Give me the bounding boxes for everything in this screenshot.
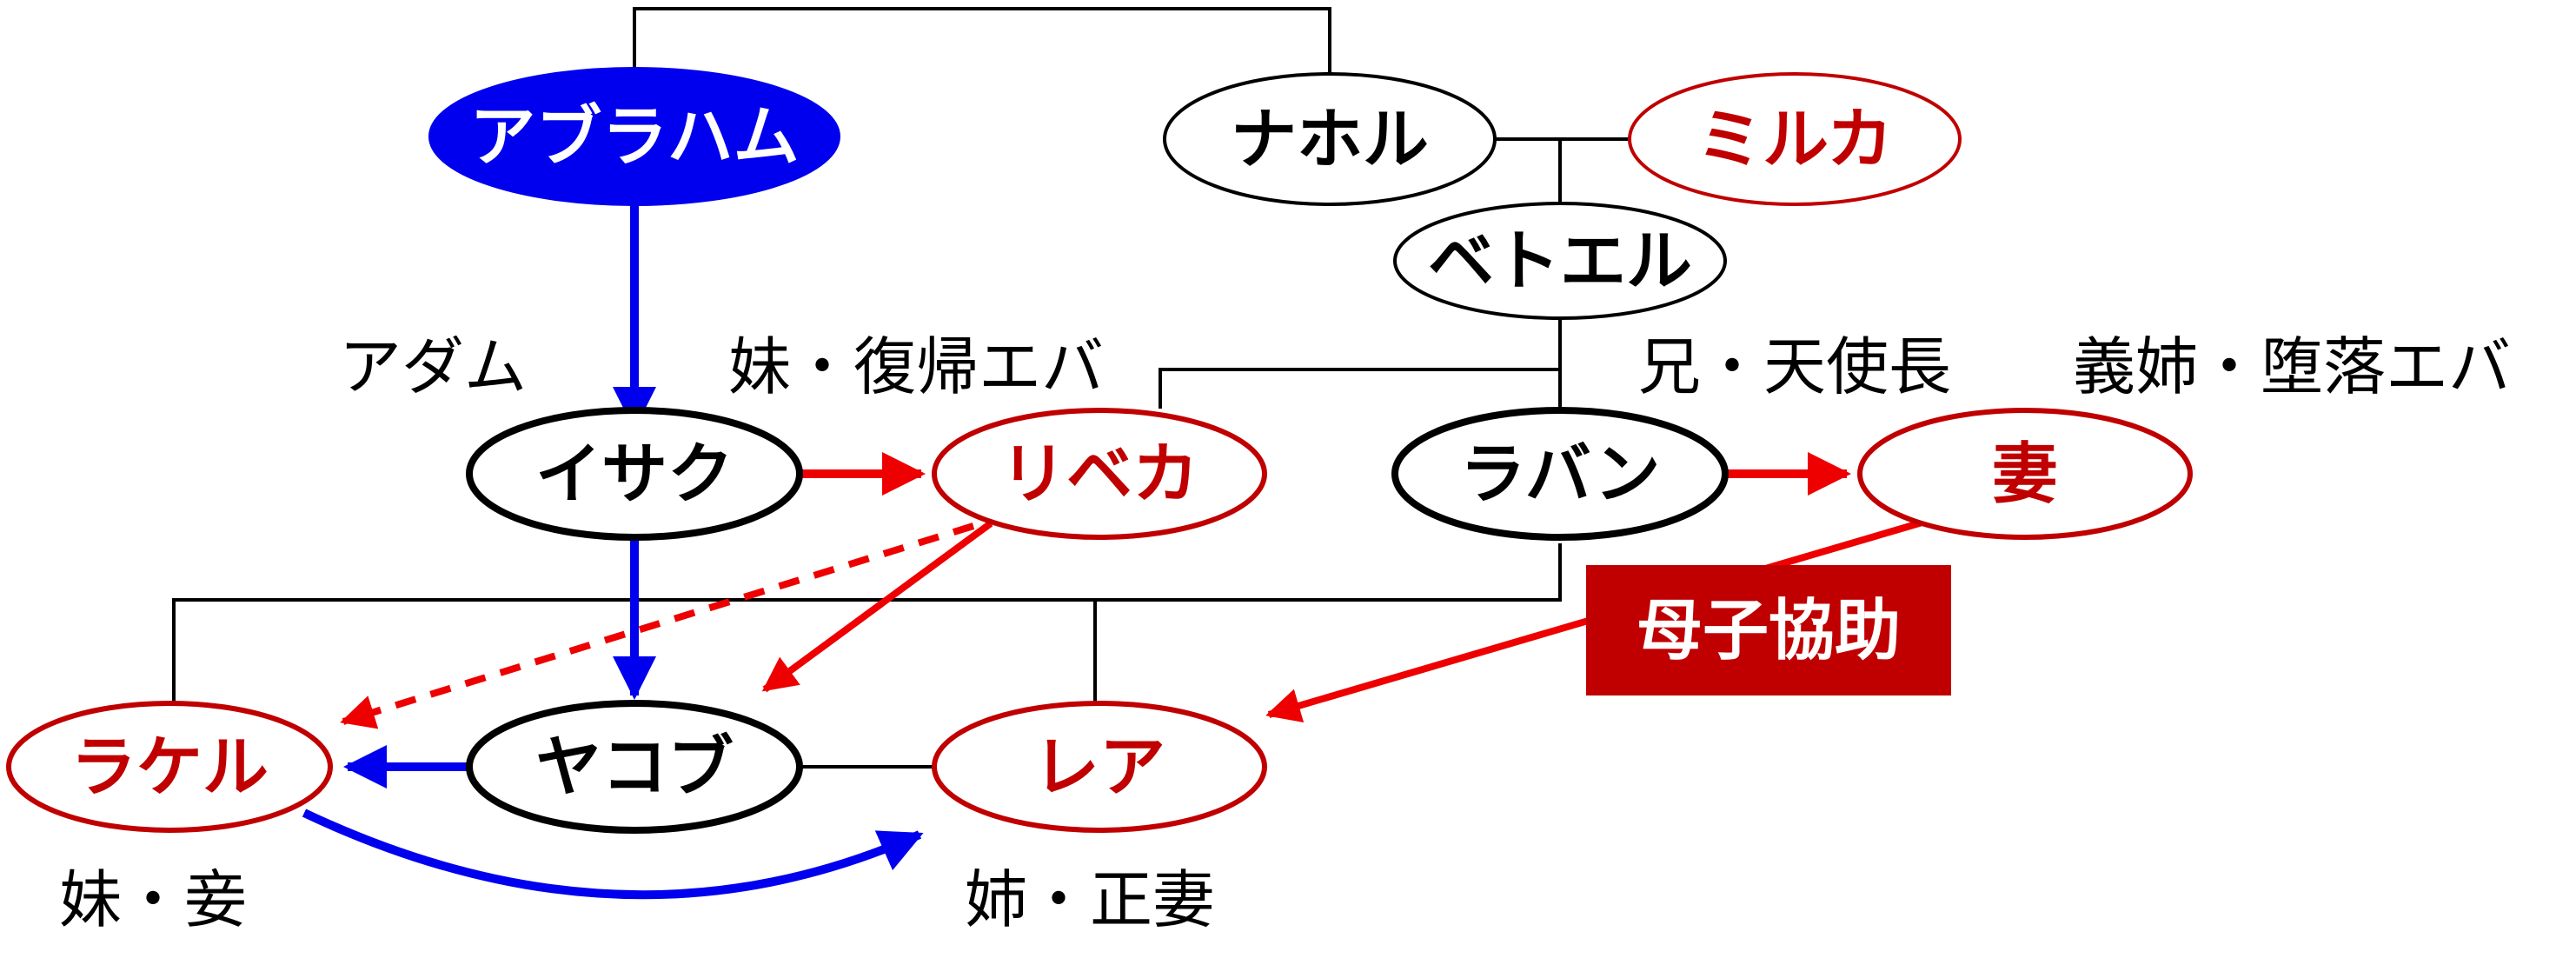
annotation-leah-role: 姉・正妻 [965,863,1215,936]
mother-child-cooperation-badge: 母子協助 [1586,565,1951,695]
node-label-abraham: アブラハム [469,98,799,176]
genealogy-lines [172,7,1634,769]
node-isaac: イサク [466,407,803,541]
laban-to-daughters-line [172,543,1562,704]
node-label-bethuel: ベトエル [1428,223,1692,300]
annotation-laban-role: 兄・天使長 [1638,330,1951,403]
node-jacob: ヤコブ [466,700,803,834]
node-label-laban: ラバン [1459,436,1660,513]
node-label-jacob: ヤコブ [535,729,734,806]
node-nahor: ナホル [1163,72,1497,206]
node-label-milcah: ミルカ [1696,101,1893,178]
rebekah-to-rachel-dashed-arrow [340,522,975,729]
annotation-rachel-role: 妹・妾 [59,863,247,936]
node-milcah: ミルカ [1628,72,1962,206]
rebekah-to-jacob-arrow [761,520,993,693]
node-bethuel: ベトエル [1393,202,1727,320]
annotation-wife-role: 義姉・堕落エバ [2073,330,2511,403]
node-wife: 妻 [1857,408,2193,540]
rachel-to-leah-curved-arrow [302,809,924,900]
node-rebekah: リベカ [932,408,1267,540]
node-label-rebekah: リベカ [1000,436,1198,513]
node-label-nahor: ナホル [1231,101,1429,178]
annotation-adam: アダム [339,330,527,403]
node-laban: ラバン [1391,407,1729,541]
node-label-leah: レア [1033,729,1165,806]
node-label-isaac: イサク [535,436,734,513]
blue-arrows [302,204,924,900]
badge-label: 母子協助 [1637,592,1901,669]
bethuel-to-rebekah-line [1159,368,1560,409]
node-leah: レア [932,701,1267,833]
node-label-wife: 妻 [1992,436,2058,513]
abraham-nahor-sibling-line [633,7,1331,109]
node-label-rachel: ラケル [70,729,269,806]
node-rachel: ラケル [6,701,333,833]
annotation-rebekah-role: 妹・復帰エバ [728,330,1104,403]
node-abraham: アブラハム [428,67,840,206]
